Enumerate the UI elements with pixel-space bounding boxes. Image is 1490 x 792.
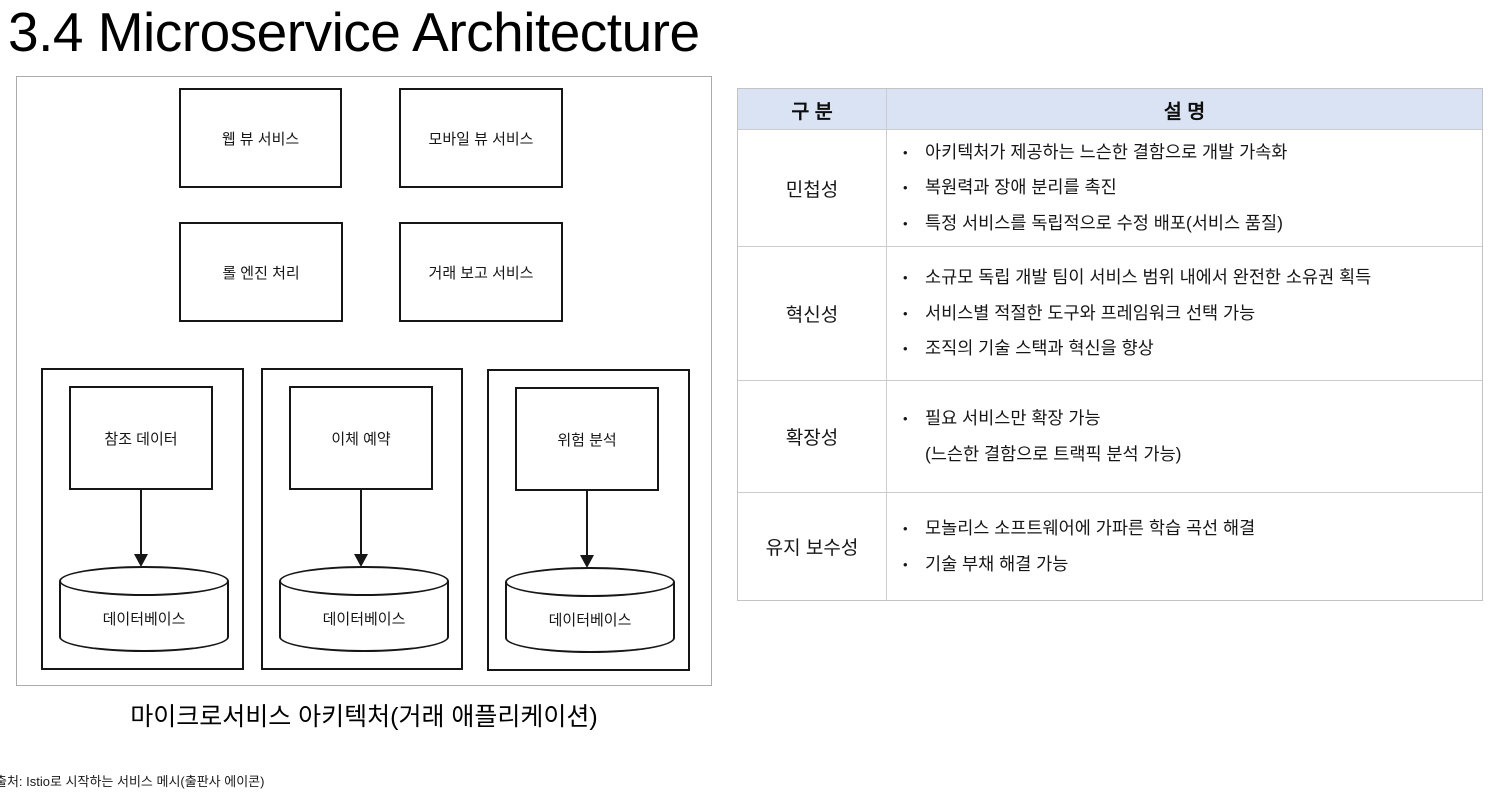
table-row-innovation: 혁신성 • 소규모 독립 개발 팀이 서비스 범위 내에서 완전한 소유권 획득…: [738, 246, 1482, 380]
service-box-label: 위험 분석: [557, 431, 617, 449]
description-cell: • 소규모 독립 개발 팀이 서비스 범위 내에서 완전한 소유권 획득 • 서…: [887, 247, 1482, 380]
bullet-continuation-text: (느슨한 결함으로 트랙픽 분석 가능): [925, 443, 1182, 464]
info-table: 구 분 설 명 민첩성 • 아키텍처가 제공하는 느슨한 결함으로 개발 가속화…: [737, 88, 1483, 601]
bullet-item: • 소규모 독립 개발 팀이 서비스 범위 내에서 완전한 소유권 획득: [903, 266, 1466, 290]
database-cylinder: 데이터베이스: [505, 567, 675, 653]
bullet-item: • 복원력과 장애 분리를 촉진: [903, 176, 1466, 200]
bullet-item: • 아키텍처가 제공하는 느슨한 결함으로 개발 가속화: [903, 141, 1466, 165]
category-cell: 유지 보수성: [738, 493, 887, 600]
service-box-transfer-reservation: 이체 예약: [289, 386, 433, 490]
service-box-label: 롤 엔진 처리: [222, 264, 300, 282]
cylinder-body: [59, 581, 229, 652]
data-flow-arrow: [586, 491, 588, 557]
cylinder-top: [505, 567, 675, 597]
bullet-text: 조직의 기술 스택과 혁신을 향상: [925, 338, 1154, 359]
table-header-category: 구 분: [738, 89, 887, 129]
database-label: 데이터베이스: [102, 611, 186, 628]
database-label: 데이터베이스: [548, 612, 632, 629]
database-cylinder: 데이터베이스: [279, 566, 449, 652]
arrow-head-icon: [134, 554, 148, 567]
category-cell: 민첩성: [738, 130, 887, 246]
service-box-rule-engine: 롤 엔진 처리: [179, 222, 343, 322]
microservice-group-transfer-reservation: 이체 예약 데이터베이스: [261, 368, 463, 670]
service-box-label: 이체 예약: [331, 430, 391, 448]
service-box-trade-report: 거래 보고 서비스: [399, 222, 563, 322]
service-box-web-view: 웹 뷰 서비스: [179, 88, 342, 188]
bullet-text: 복원력과 장애 분리를 촉진: [925, 177, 1117, 198]
bullet-dot: •: [903, 305, 908, 321]
bullet-text: 모놀리스 소프트웨어에 가파른 학습 곡선 해결: [925, 517, 1256, 538]
service-box-label: 웹 뷰 서비스: [221, 130, 300, 148]
bullet-item: • 기술 부채 해결 가능: [903, 553, 1466, 577]
bullet-item: • 필요 서비스만 확장 가능: [903, 407, 1466, 431]
table-header-row: 구 분 설 명: [738, 89, 1482, 129]
service-box-label: 모바일 뷰 서비스: [428, 130, 534, 148]
bullet-dot: •: [903, 341, 908, 357]
cylinder-top: [279, 566, 449, 596]
bullet-dot: •: [903, 520, 908, 536]
bullet-item: • 특정 서비스를 독립적으로 수정 배포(서비스 품질): [903, 212, 1466, 236]
description-cell: • 필요 서비스만 확장 가능 (느슨한 결함으로 트랙픽 분석 가능): [887, 381, 1482, 492]
bullet-text: 기술 부채 해결 가능: [925, 553, 1069, 574]
service-box-label: 참조 데이터: [104, 430, 178, 448]
arrow-head-icon: [580, 555, 594, 568]
table-header-description: 설 명: [1163, 100, 1206, 123]
service-box-risk-analysis: 위험 분석: [515, 387, 659, 491]
database-label: 데이터베이스: [322, 611, 406, 628]
category-cell: 확장성: [738, 381, 887, 492]
table-row-maintainability: 유지 보수성 • 모놀리스 소프트웨어에 가파른 학습 곡선 해결 • 기술 부…: [738, 492, 1482, 600]
bullet-dot: •: [903, 180, 908, 196]
description-cell: • 아키텍처가 제공하는 느슨한 결함으로 개발 가속화 • 복원력과 장애 분…: [887, 130, 1482, 246]
category-cell: 혁신성: [738, 247, 887, 380]
bullet-text: 필요 서비스만 확장 가능: [925, 407, 1101, 428]
bullet-text: 소규모 독립 개발 팀이 서비스 범위 내에서 완전한 소유권 획득: [925, 267, 1372, 288]
bullet-dot: •: [903, 144, 908, 160]
arrow-head-icon: [354, 554, 368, 567]
bullet-item: • 서비스별 적절한 도구와 프레임워크 선택 가능: [903, 302, 1466, 326]
data-flow-arrow: [360, 490, 362, 556]
bullet-dot: •: [903, 410, 908, 426]
service-box-label: 거래 보고 서비스: [428, 264, 534, 282]
bullet-dot: •: [903, 270, 908, 286]
cylinder-body: [505, 582, 675, 653]
bullet-text: 아키텍처가 제공하는 느슨한 결함으로 개발 가속화: [925, 141, 1288, 162]
microservice-group-reference-data: 참조 데이터 데이터베이스: [41, 368, 244, 670]
description-cell: • 모놀리스 소프트웨어에 가파른 학습 곡선 해결 • 기술 부채 해결 가능: [887, 493, 1482, 600]
bullet-text: 서비스별 적절한 도구와 프레임워크 선택 가능: [925, 302, 1256, 323]
table-row-agility: 민첩성 • 아키텍처가 제공하는 느슨한 결함으로 개발 가속화 • 복원력과 …: [738, 129, 1482, 246]
table-row-scalability: 확장성 • 필요 서비스만 확장 가능 (느슨한 결함으로 트랙픽 분석 가능): [738, 380, 1482, 492]
page-title: 3.4 Microservice Architecture: [8, 1, 700, 63]
data-flow-arrow: [140, 490, 142, 556]
bullet-dot: •: [903, 215, 908, 231]
bullet-text: 특정 서비스를 독립적으로 수정 배포(서비스 품질): [925, 212, 1283, 233]
microservice-group-risk-analysis: 위험 분석 데이터베이스: [487, 369, 690, 671]
source-note: 출처: Istio로 시작하는 서비스 메시(출판사 에이콘): [0, 774, 265, 789]
service-box-mobile-view: 모바일 뷰 서비스: [399, 88, 563, 188]
database-cylinder: 데이터베이스: [59, 566, 229, 652]
bullet-dot: •: [903, 556, 908, 572]
service-box-reference-data: 참조 데이터: [69, 386, 213, 490]
bullet-item: • 조직의 기술 스택과 혁신을 향상: [903, 337, 1466, 361]
cylinder-top: [59, 566, 229, 596]
diagram-caption: 마이크로서비스 아키텍처(거래 애플리케이션): [130, 703, 598, 731]
architecture-diagram: 웹 뷰 서비스 모바일 뷰 서비스 롤 엔진 처리 거래 보고 서비스 참조 데…: [16, 76, 712, 686]
bullet-item: • 모놀리스 소프트웨어에 가파른 학습 곡선 해결: [903, 517, 1466, 541]
